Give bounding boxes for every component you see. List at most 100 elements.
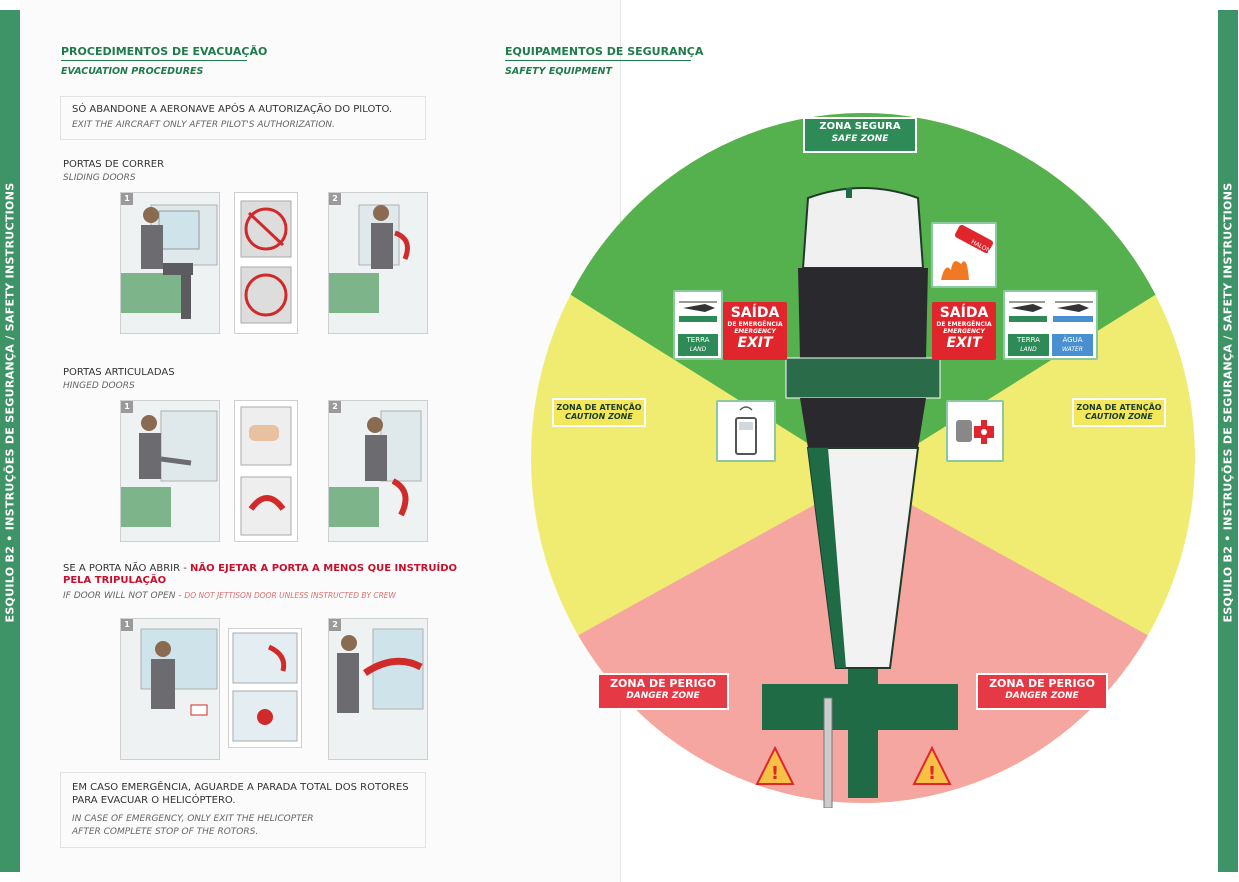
danger-zone-pt: ZONA DE PERIGO	[989, 677, 1095, 690]
step-number: 1	[121, 193, 133, 205]
rotor-notice-pt-1: EM CASO EMERGÊNCIA, AGUARDE A PARADA TOT…	[72, 782, 409, 793]
exit-sub-pt: DE EMERGÊNCIA	[936, 321, 992, 328]
hinged-door-handle-detail	[234, 400, 298, 542]
emergency-exit-sign-left: SAÍDA DE EMERGÊNCIA EMERGENCY EXIT	[723, 302, 787, 360]
right-page-title: EQUIPAMENTOS DE SEGURANÇA	[505, 45, 704, 58]
step-number: 2	[329, 193, 341, 205]
door-not-open-line-en: IF DOOR WILL NOT OPEN - DO NOT JETTISON …	[63, 591, 396, 601]
step-number: 2	[329, 401, 341, 413]
land-water-exit-card-right: TERRA LAND ÁGUA WATER	[1003, 290, 1098, 360]
sliding-door-step-2-illustration: 2	[328, 192, 428, 334]
land-exit-card-left: TERRA LAND	[673, 290, 723, 360]
warning-triangle-right-icon: !	[912, 745, 952, 785]
door-not-open-line-1: SE A PORTA NÃO ABRIR - NÃO EJETAR A PORT…	[63, 563, 457, 574]
jettison-step-1-illustration: 1	[120, 618, 220, 760]
safe-zone-en: SAFE ZONE	[831, 134, 889, 144]
rotor-stop-notice	[60, 772, 426, 848]
emergency-exit-sign-right: SAÍDA DE EMERGÊNCIA EMERGENCY EXIT	[932, 302, 996, 360]
notice-text-pt: SÓ ABANDONE A AERONAVE APÓS A AUTORIZAÇÃ…	[72, 104, 393, 115]
water-en: WATER	[1062, 346, 1083, 353]
hand-on-handle-icon	[240, 406, 292, 536]
hinged-door-step-1-illustration: 1	[120, 400, 220, 542]
rotor-notice-pt-2: PARA EVACUAR O HELICÓPTERO.	[72, 795, 236, 806]
title-underline	[61, 60, 247, 61]
left-side-band	[0, 10, 20, 872]
water-pt: ÁGUA	[1062, 336, 1083, 344]
svg-text:!: !	[928, 763, 936, 784]
first-aid-icon	[956, 420, 994, 444]
fire-extinguisher-card: HALON	[931, 222, 997, 288]
door-not-open-line-2: PELA TRIPULAÇÃO	[63, 575, 167, 586]
land-en: LAND	[689, 346, 707, 353]
safe-zone-pt: ZONA SEGURA	[819, 121, 901, 132]
helicopter-top-view-icon	[762, 187, 958, 808]
danger-zone-en: DANGER ZONE	[626, 691, 700, 701]
land-pt: TERRA	[1017, 336, 1040, 344]
caution-zone-en: CAUTION ZONE	[1085, 412, 1153, 421]
hinged-door-step-2-illustration: 2	[328, 400, 428, 542]
left-page-subtitle: EVACUATION PROCEDURES	[61, 66, 204, 77]
title-underline	[505, 60, 691, 61]
door-not-open-text-en: IF DOOR WILL NOT OPEN -	[63, 591, 185, 601]
do-not-jettison-warning: NÃO EJETAR A PORTA A MENOS QUE INSTRUÍDO	[190, 563, 457, 574]
rotor-notice-en-2: AFTER COMPLETE STOP OF THE ROTORS.	[72, 827, 259, 837]
door-not-open-text: SE A PORTA NÃO ABRIR -	[63, 563, 191, 574]
exit-pt: SAÍDA	[939, 305, 989, 321]
jettison-handle-detail	[228, 628, 302, 748]
caution-zone-pt: ZONA DE ATENÇÃO	[556, 403, 642, 412]
seated-passenger-icon	[121, 410, 218, 527]
hinged-doors-label-en: HINGED DOORS	[63, 381, 135, 391]
sliding-doors-label-en: SLIDING DOORS	[63, 173, 136, 183]
land-pt: TERRA	[686, 336, 710, 344]
first-aid-card	[946, 400, 1004, 462]
mobile-phone-icon	[735, 406, 757, 455]
danger-zone-en: DANGER ZONE	[1005, 691, 1079, 701]
passenger-opening-door-icon	[329, 204, 410, 313]
exit-sub-pt: DE EMERGÊNCIA	[727, 321, 783, 328]
right-page-subtitle: SAFETY EQUIPMENT	[505, 66, 612, 77]
exit-sub-en: EMERGENCY	[943, 328, 985, 335]
svg-text:!: !	[771, 763, 779, 784]
helicopter-land-water-icon	[1009, 301, 1093, 322]
exit-en: EXIT	[737, 335, 773, 351]
caution-zone-pt: ZONA DE ATENÇÃO	[1076, 403, 1162, 412]
left-page-title: PROCEDIMENTOS DE EVACUAÇÃO	[61, 45, 268, 58]
exit-en: EXIT	[946, 335, 982, 351]
step-number: 1	[121, 401, 133, 413]
pilot-authorization-notice	[60, 96, 426, 140]
warning-triangle-left-icon: !	[755, 745, 795, 785]
right-side-band-text: ESQUILO B2 • INSTRUÇÕES DE SEGURANÇA / S…	[1221, 182, 1235, 623]
sliding-doors-label-pt: PORTAS DE CORRER	[63, 159, 165, 170]
left-side-band-text: ESQUILO B2 • INSTRUÇÕES DE SEGURANÇA / S…	[3, 182, 17, 623]
caution-zone-en: CAUTION ZONE	[565, 412, 633, 421]
exit-sub-en: EMERGENCY	[734, 328, 776, 335]
door-handle-icon	[240, 200, 292, 324]
step-number: 2	[329, 619, 341, 631]
notice-text-en: EXIT THE AIRCRAFT ONLY AFTER PILOT'S AUT…	[72, 120, 335, 130]
passenger-pulling-release-icon	[140, 628, 218, 716]
right-side-band	[1218, 10, 1238, 872]
jettison-step-2-illustration: 2	[328, 618, 428, 760]
sliding-door-step-1-illustration: 1	[120, 192, 220, 334]
helicopter-land-icon	[679, 301, 717, 322]
do-not-jettison-warning-en: DO NOT JETTISON DOOR UNLESS INSTRUCTED B…	[184, 591, 396, 600]
hinged-doors-label-pt: PORTAS ARTICULADAS	[63, 367, 175, 378]
step-number: 1	[121, 619, 133, 631]
mobile-phone-card	[716, 400, 776, 462]
sliding-door-handle-detail	[234, 192, 298, 334]
fire-extinguisher-icon: HALON	[941, 224, 994, 280]
safe-zone-label: ZONA SEGURA SAFE ZONE	[803, 117, 917, 153]
safety-zone-circle: ! !	[531, 113, 1195, 808]
land-en: LAND	[1020, 346, 1037, 353]
exit-pt: SAÍDA	[730, 305, 780, 321]
rotor-notice-en-1: IN CASE OF EMERGENCY, ONLY EXIT THE HELI…	[72, 814, 314, 824]
release-handle-icon	[232, 632, 298, 742]
passenger-pushing-door-icon	[329, 410, 422, 527]
danger-zone-pt: ZONA DE PERIGO	[610, 677, 716, 690]
passenger-pushing-door-out-icon	[337, 628, 424, 713]
seated-passenger-icon	[121, 204, 218, 319]
